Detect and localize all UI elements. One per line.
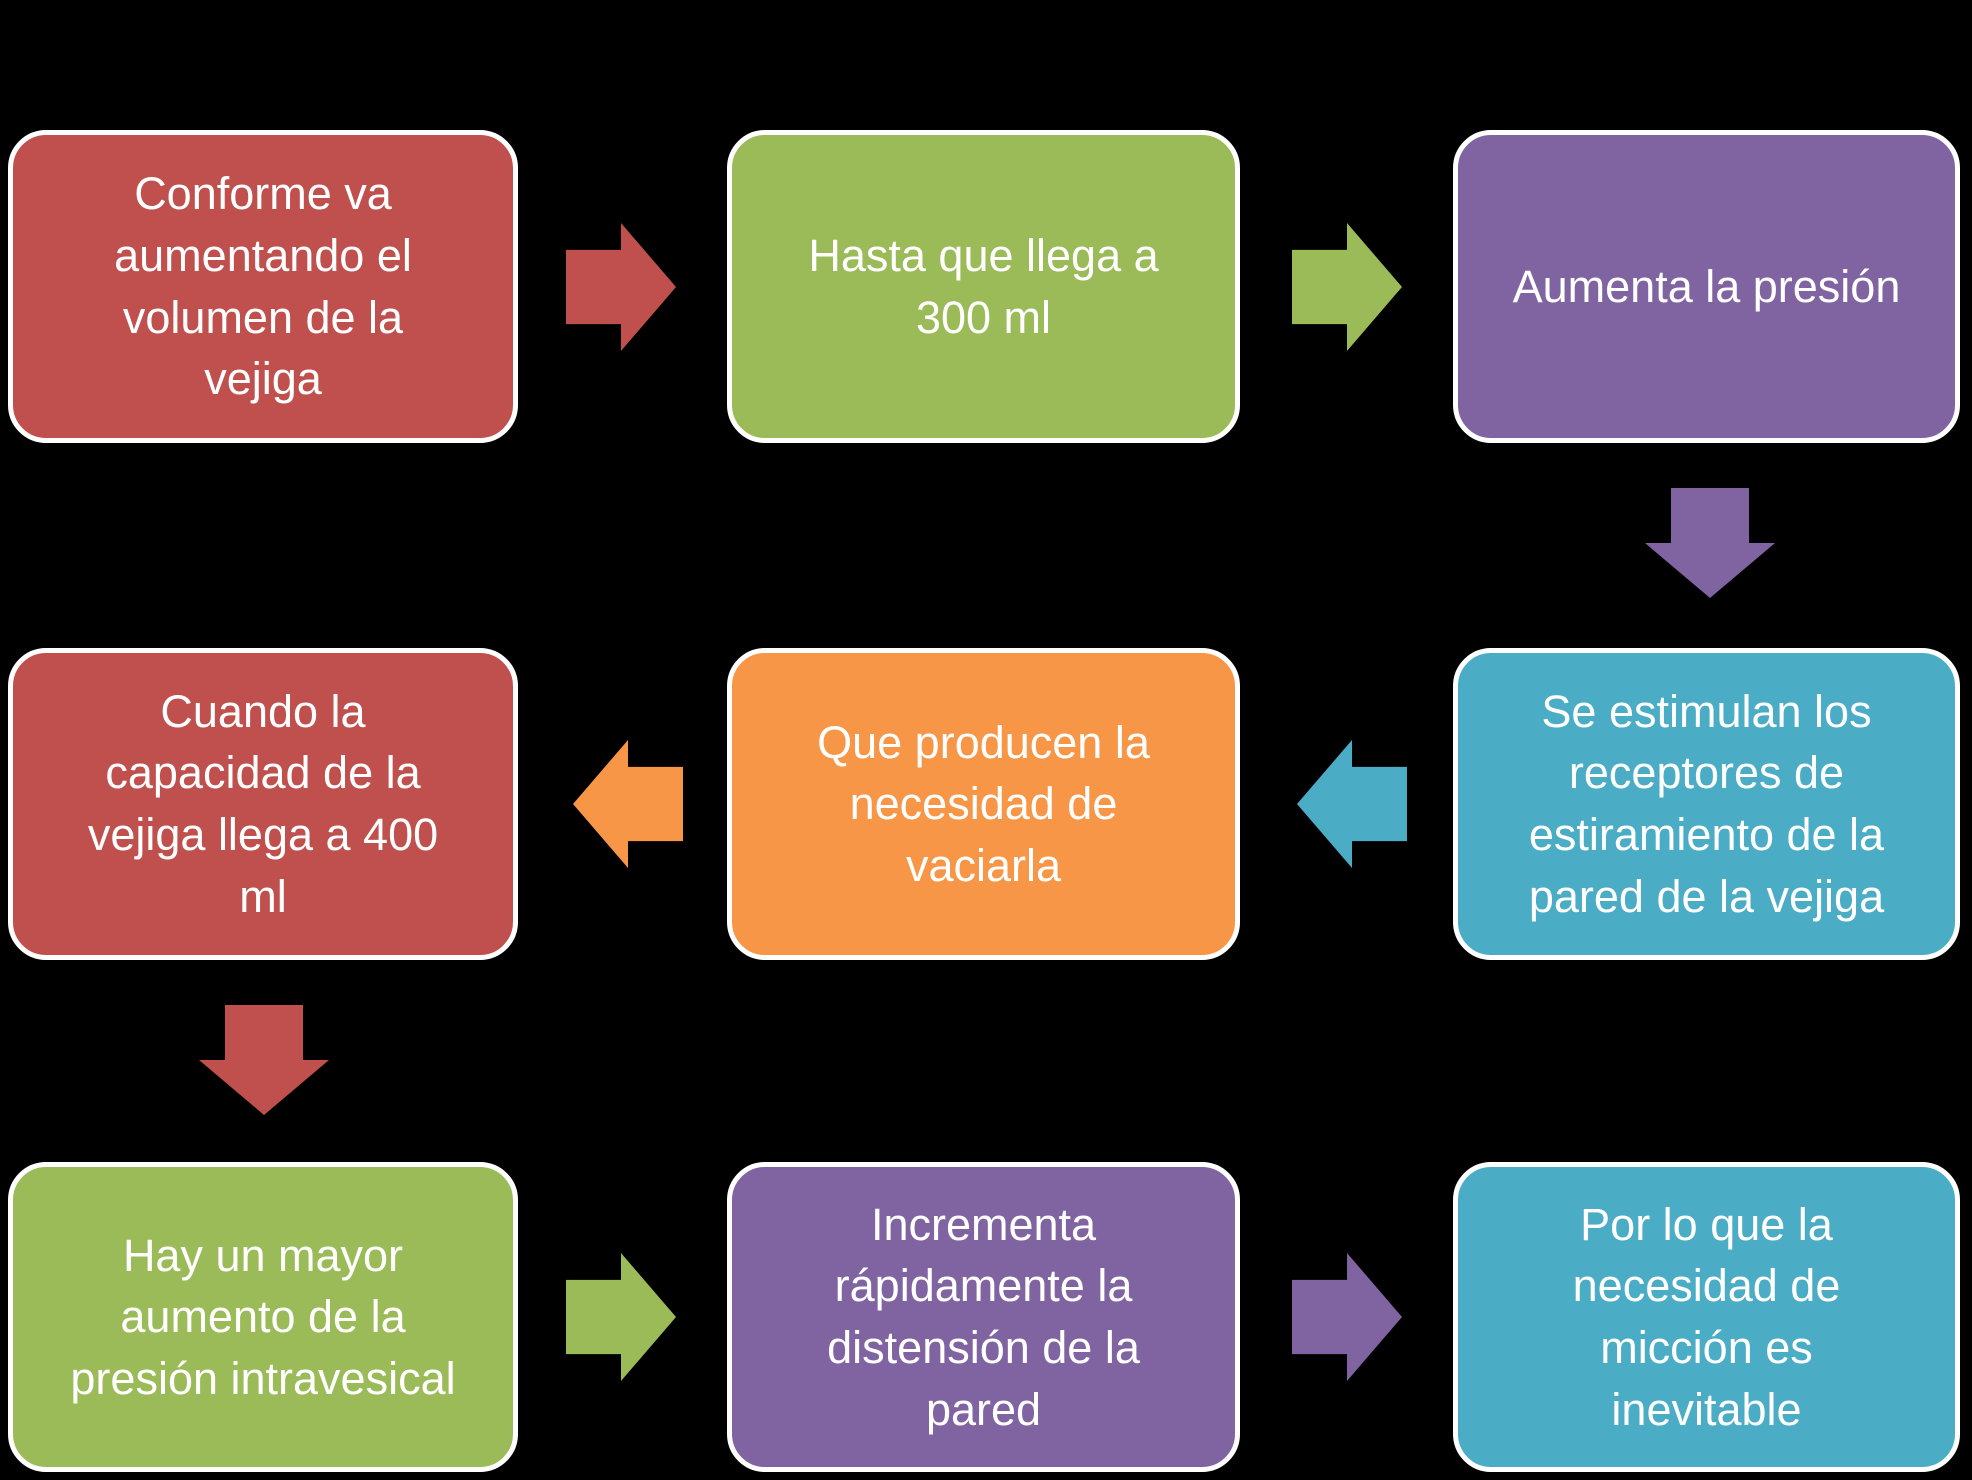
- step-need-to-empty: Que producen la necesidad de vaciarla: [727, 648, 1240, 960]
- step-wall-distension: Incrementa rápidamente la distensión de …: [727, 1162, 1240, 1472]
- step-capacity-400ml: Cuando la capacidad de la vejiga llega a…: [8, 648, 518, 960]
- step-wall-distension-text: Incrementa rápidamente la distensión de …: [827, 1198, 1140, 1435]
- flow-arrow-down-red: [199, 1005, 329, 1115]
- step-pressure-increase-text: Aumenta la presión: [1512, 260, 1901, 312]
- flow-arrow-down-purple: [1645, 488, 1775, 598]
- step-capacity-400ml-text: Cuando la capacidad de la vejiga llega a…: [87, 685, 439, 922]
- flow-arrow-left-teal: [1297, 740, 1407, 868]
- flow-arrow-right-red: [566, 223, 676, 351]
- step-volume-increase: Conforme va aumentando el volumen de la …: [8, 130, 518, 443]
- step-pressure-increase: Aumenta la presión: [1453, 130, 1960, 443]
- flow-arrow-right-green-2: [566, 1253, 676, 1381]
- step-volume-increase-text: Conforme va aumentando el volumen de la …: [114, 168, 412, 405]
- step-reaches-300ml: Hasta que llega a 300 ml: [727, 130, 1240, 443]
- step-intravesical-pressure-text: Hay un mayor aumento de la presión intra…: [70, 1229, 456, 1404]
- flow-arrow-left-orange: [573, 740, 683, 868]
- step-need-to-empty-text: Que producen la necesidad de vaciarla: [817, 716, 1150, 891]
- step-stretch-receptors: Se estimulan los receptores de estiramie…: [1453, 648, 1960, 960]
- step-micturition-inevitable-text: Por lo que la necesidad de micción es in…: [1572, 1198, 1841, 1435]
- step-intravesical-pressure: Hay un mayor aumento de la presión intra…: [8, 1162, 518, 1472]
- step-micturition-inevitable: Por lo que la necesidad de micción es in…: [1453, 1162, 1960, 1472]
- flow-arrow-right-purple: [1292, 1253, 1402, 1381]
- flow-arrow-right-green: [1292, 223, 1402, 351]
- step-reaches-300ml-text: Hasta que llega a 300 ml: [808, 229, 1159, 343]
- step-stretch-receptors-text: Se estimulan los receptores de estiramie…: [1528, 685, 1885, 922]
